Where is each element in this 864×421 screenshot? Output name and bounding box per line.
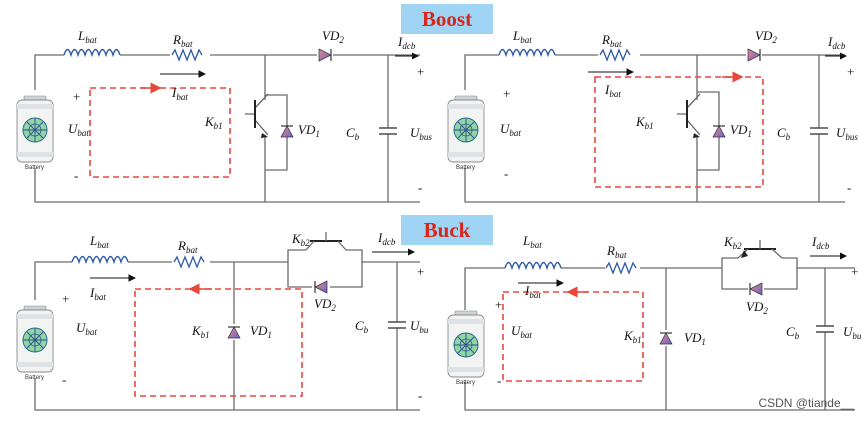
label-vd2: VD2: [755, 28, 777, 45]
sign-minus: -: [847, 180, 851, 195]
label-vd1: VD1: [684, 330, 706, 347]
sign-minus: -: [418, 180, 422, 195]
label-kb1: Kb1: [623, 328, 642, 345]
label-cb: Cb: [777, 125, 791, 142]
diode-vd2: [747, 48, 761, 62]
battery-label: Battery: [456, 380, 475, 386]
label-rbat: Rbat: [601, 32, 622, 49]
buck-circuit-left: Lbat Rbat Ibat Kb2 Idcb VD2 Ubat Kb1 VD1…: [16, 230, 429, 411]
sign-minus: -: [62, 372, 66, 387]
battery-icon: [447, 310, 485, 378]
label-ubu: Ubu: [843, 324, 862, 341]
label-lbat: Lbat: [89, 233, 109, 250]
label-lbat: Lbat: [522, 233, 542, 250]
label-kb1: Kb1: [635, 114, 654, 131]
boost-circuit-left: Lbat Rbat Ibat VD2 Idcb Ubat Kb1 VD1 Cb …: [16, 28, 432, 203]
label-kb2: Kb2: [291, 231, 310, 248]
boost-circuit-right: Lbat Rbat Ibat VD2 Idcb Ubat Kb1 VD1 Cb …: [447, 28, 858, 203]
label-vd1: VD1: [730, 122, 752, 139]
label-cb: Cb: [346, 125, 360, 142]
inductor-lbat: [504, 261, 562, 269]
label-ubu: Ubu: [410, 318, 429, 335]
label-ibat: Ibat: [171, 85, 188, 102]
boost-banner: Boost: [401, 4, 493, 34]
label-kb1: Kb1: [204, 114, 223, 131]
sign-minus: -: [504, 166, 508, 181]
label-vd1: VD1: [250, 323, 272, 340]
resistor-rbat: [605, 262, 637, 274]
label-idcb: Idcb: [827, 34, 846, 51]
label-vd1: VD1: [298, 122, 320, 139]
current-loop: [134, 288, 303, 397]
buck-circuit-right: Lbat Rbat Ibat Kb2 Idcb VD2 Ubat Kb1 VD1…: [447, 233, 862, 411]
sign-minus: -: [497, 373, 501, 388]
sign-minus: -: [418, 388, 422, 403]
sign-plus: +: [503, 86, 510, 101]
label-idcb: Idcb: [377, 230, 396, 247]
sign-minus: -: [74, 168, 78, 183]
sign-plus: +: [73, 89, 80, 104]
resistor-rbat: [173, 256, 205, 268]
diode-vd1: [712, 125, 726, 138]
label-rbat: Rbat: [172, 32, 193, 49]
battery-label: Battery: [25, 375, 44, 381]
sign-plus: +: [417, 264, 424, 279]
sign-plus: +: [847, 64, 854, 79]
label-cb: Cb: [355, 318, 369, 335]
label-ubat: Ubat: [68, 121, 89, 138]
battery-icon: [16, 95, 54, 163]
label-vd2: VD2: [746, 299, 768, 316]
inductor-lbat: [63, 48, 121, 56]
label-vd2: VD2: [314, 296, 336, 313]
battery-label: Battery: [456, 165, 475, 171]
capacitor-cb: [809, 127, 829, 135]
battery-icon: [447, 95, 485, 163]
label-ibat: Ibat: [89, 285, 106, 302]
diode-vd1: [227, 326, 241, 339]
label-kb1: Kb1: [191, 323, 210, 340]
label-lbat: Lbat: [512, 28, 532, 45]
diode-vd1: [280, 125, 294, 138]
resistor-rbat: [171, 49, 203, 61]
label-ibat: Ibat: [524, 283, 541, 300]
battery-label: Battery: [25, 165, 44, 171]
label-ubus: Ubus: [836, 125, 858, 142]
diode-vd2: [314, 280, 328, 294]
label-ubat: Ubat: [511, 323, 532, 340]
label-vd2: VD2: [322, 28, 344, 45]
current-loop: [594, 76, 764, 188]
inductor-lbat: [498, 48, 556, 56]
label-rbat: Rbat: [177, 238, 198, 255]
label-kb2: Kb2: [723, 234, 742, 251]
capacitor-cb: [378, 127, 398, 135]
buck-banner: Buck: [401, 215, 493, 245]
label-lbat: Lbat: [77, 28, 97, 45]
capacitor-cb: [815, 325, 835, 333]
sign-plus: +: [495, 297, 502, 312]
sign-plus: +: [417, 64, 424, 79]
label-rbat: Rbat: [606, 243, 627, 260]
sign-plus: +: [851, 264, 858, 279]
label-cb: Cb: [786, 324, 800, 341]
battery-icon: [16, 305, 54, 373]
current-loop: [89, 87, 231, 178]
diode-vd2: [318, 48, 332, 62]
watermark: CSDN @tiande__: [758, 396, 854, 410]
label-idcb: Idcb: [397, 34, 416, 51]
capacitor-cb: [387, 321, 407, 329]
label-ubat: Ubat: [76, 320, 97, 337]
diode-vd2: [749, 282, 763, 296]
inductor-lbat: [71, 255, 129, 263]
resistor-rbat: [599, 49, 631, 61]
label-idcb: Idcb: [811, 234, 830, 251]
sign-plus: +: [62, 291, 69, 306]
label-ubus: Ubus: [410, 125, 432, 142]
diode-vd1: [659, 332, 673, 345]
label-ibat: Ibat: [604, 82, 621, 99]
label-ubat: Ubat: [500, 121, 521, 138]
